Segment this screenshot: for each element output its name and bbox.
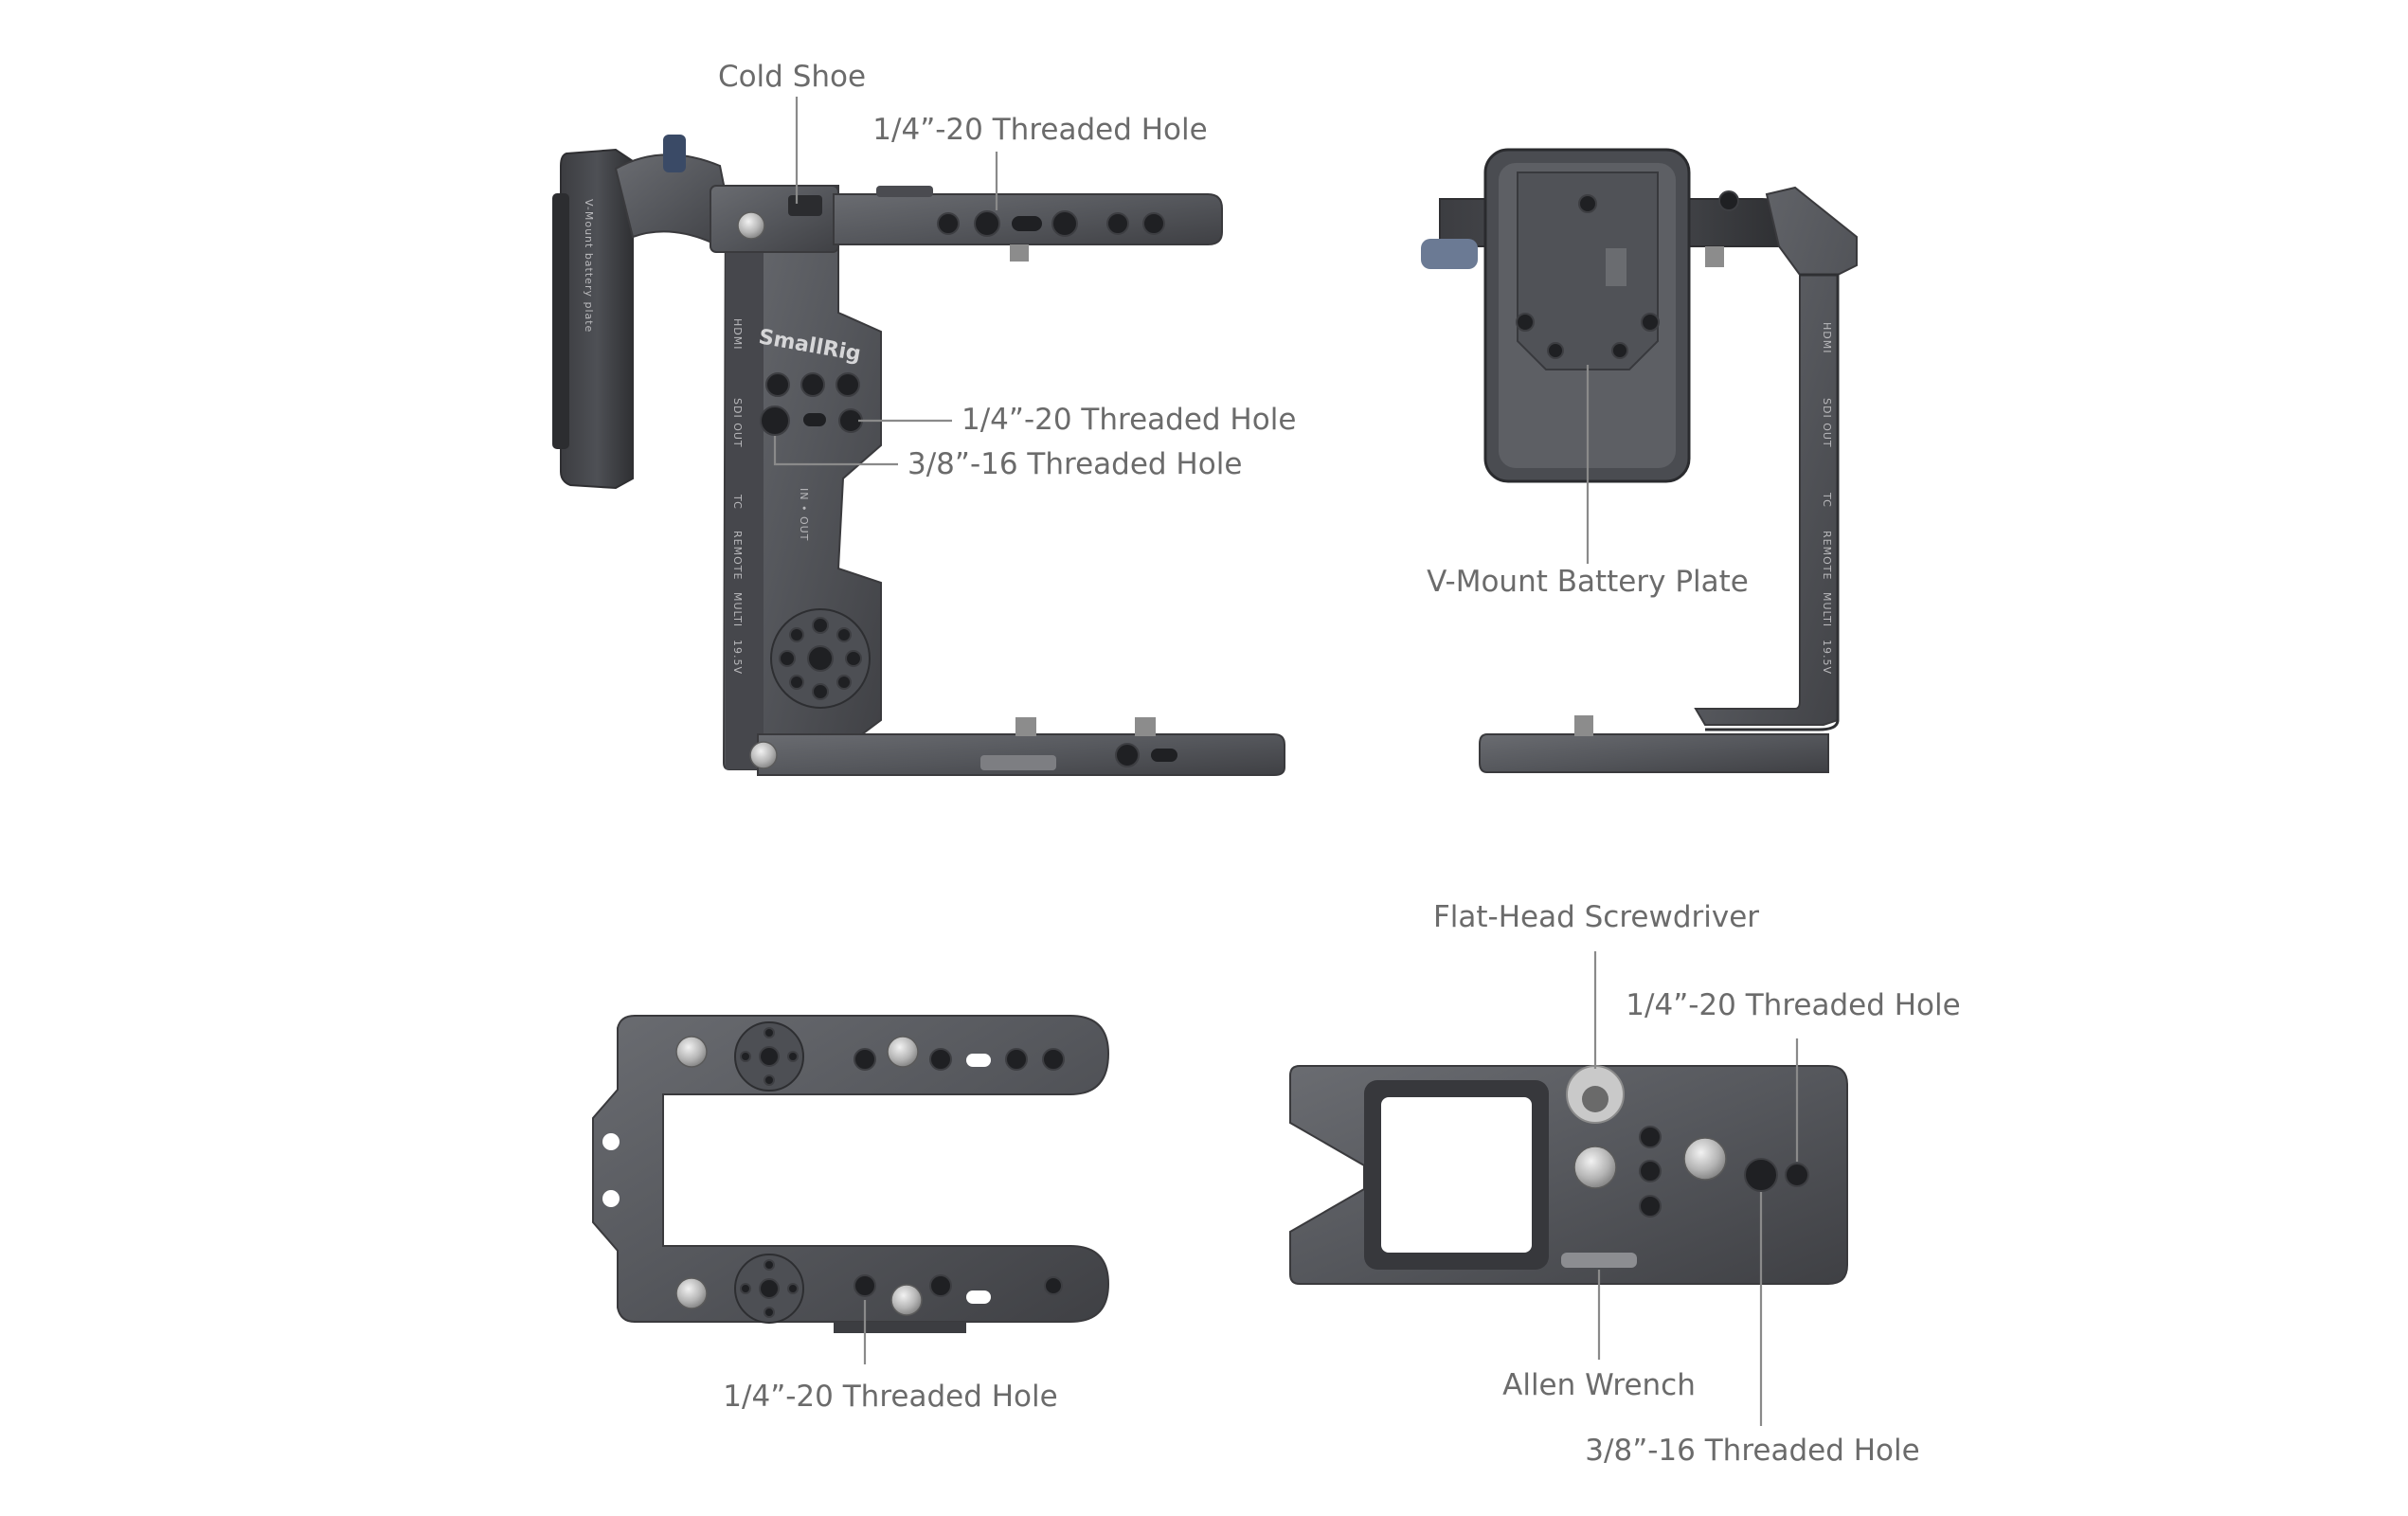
port-sdi-label: SDI OUT <box>731 398 744 448</box>
callout-cold-shoe: Cold Shoe <box>718 60 866 204</box>
base-screw-stud-2-icon <box>1135 717 1156 736</box>
label-side-threaded-hole-three-eighths: 3/8”-16 Threaded Hole <box>907 447 1242 481</box>
base-screw-stud-1-icon <box>1015 717 1036 736</box>
cage-top-plate-view <box>592 1015 1110 1333</box>
label-flat-head-screwdriver: Flat-Head Screwdriver <box>1433 900 1759 934</box>
top-rosette-icon <box>734 1021 804 1092</box>
port-hdmi-label: HDMI <box>731 318 744 350</box>
base-screw-icon <box>749 741 778 769</box>
port-power-label: 19.5V <box>731 640 744 675</box>
callout-allen-wrench: Allen Wrench <box>1502 1270 1696 1402</box>
io-label: IN • OUT <box>798 488 810 541</box>
right-port-sdi-label: SDI OUT <box>1821 398 1833 448</box>
callout-base-quarter-hole: 1/4”-20 Threaded Hole <box>723 1300 1058 1414</box>
label-top-handle-threaded-hole: 1/4”-20 Threaded Hole <box>872 113 1207 147</box>
release-knob-icon <box>1421 239 1478 269</box>
right-port-remote-label: REMOTE <box>1821 531 1833 580</box>
callout-side-three-eighths-hole: 3/8”-16 Threaded Hole <box>773 436 1242 481</box>
label-base-threaded-hole-three-eighths: 3/8”-16 Threaded Hole <box>1585 1434 1919 1468</box>
callout-flat-head-screwdriver: Flat-Head Screwdriver <box>1433 900 1759 1069</box>
flat-head-screwdriver-icon <box>1566 1065 1625 1124</box>
right-port-hdmi-label: HDMI <box>1821 322 1833 353</box>
right-port-power-label: 19.5V <box>1821 640 1833 675</box>
cage-right-side-view: HDMI SDI OUT TC REMOTE MULTI 19.5V <box>1421 148 1858 773</box>
callout-base-three-eighths-hole: 3/8”-16 Threaded Hole <box>1585 1192 1920 1468</box>
battery-plate-latch-icon <box>663 135 686 172</box>
battery-plate-side: V-Mount battery plate <box>552 135 736 490</box>
label-cold-shoe: Cold Shoe <box>718 60 866 94</box>
cage-base-side <box>757 733 1285 776</box>
right-handle-curve <box>1694 186 1858 726</box>
top-handle-screw-icon <box>1010 244 1029 262</box>
arri-rosette-icon <box>770 608 871 709</box>
side-threaded-hole-three-eighths-icon <box>760 406 790 436</box>
label-allen-wrench: Allen Wrench <box>1502 1368 1696 1402</box>
right-base <box>1479 733 1829 773</box>
label-base-threaded-hole-quarter: 1/4”-20 Threaded Hole <box>723 1380 1057 1414</box>
base-three-eighths-hole-icon <box>1744 1158 1778 1192</box>
port-tc-label: TC <box>731 494 744 510</box>
bottom-rosette-icon <box>734 1254 804 1324</box>
cold-shoe-slot <box>788 195 822 216</box>
cold-shoe-screw-icon <box>737 211 765 240</box>
label-v-mount-battery-plate: V-Mount Battery Plate <box>1427 565 1749 599</box>
callout-side-quarter-hole: 1/4”-20 Threaded Hole <box>858 403 1296 437</box>
label-top-plate-threaded-hole: 1/4”-20 Threaded Hole <box>1626 988 1960 1022</box>
battery-plate-engraving: V-Mount battery plate <box>583 199 595 333</box>
right-port-tc-label: TC <box>1821 492 1833 508</box>
port-remote-label: REMOTE <box>731 531 744 580</box>
allen-wrench-icon <box>1561 1253 1637 1268</box>
cage-base-plate-view <box>1289 1065 1848 1285</box>
leader-side-three-eighths-hole <box>773 436 898 466</box>
callout-top-handle-hole: 1/4”-20 Threaded Hole <box>872 113 1208 210</box>
base-quarter-hole-icon <box>1785 1163 1809 1187</box>
port-multi-label: MULTI <box>731 592 744 627</box>
v-mount-battery-plate <box>1483 148 1691 483</box>
callout-v-mount: V-Mount Battery Plate <box>1427 365 1749 599</box>
right-port-multi-label: MULTI <box>1821 592 1833 627</box>
cage-left-side-view: V-Mount battery plate SmallRig HDMI SDI … <box>552 135 1285 776</box>
callout-top-plate-quarter-hole: 1/4”-20 Threaded Hole <box>1626 988 1961 1162</box>
u-plate <box>592 1015 1110 1323</box>
label-side-threaded-hole-quarter: 1/4”-20 Threaded Hole <box>961 403 1296 437</box>
